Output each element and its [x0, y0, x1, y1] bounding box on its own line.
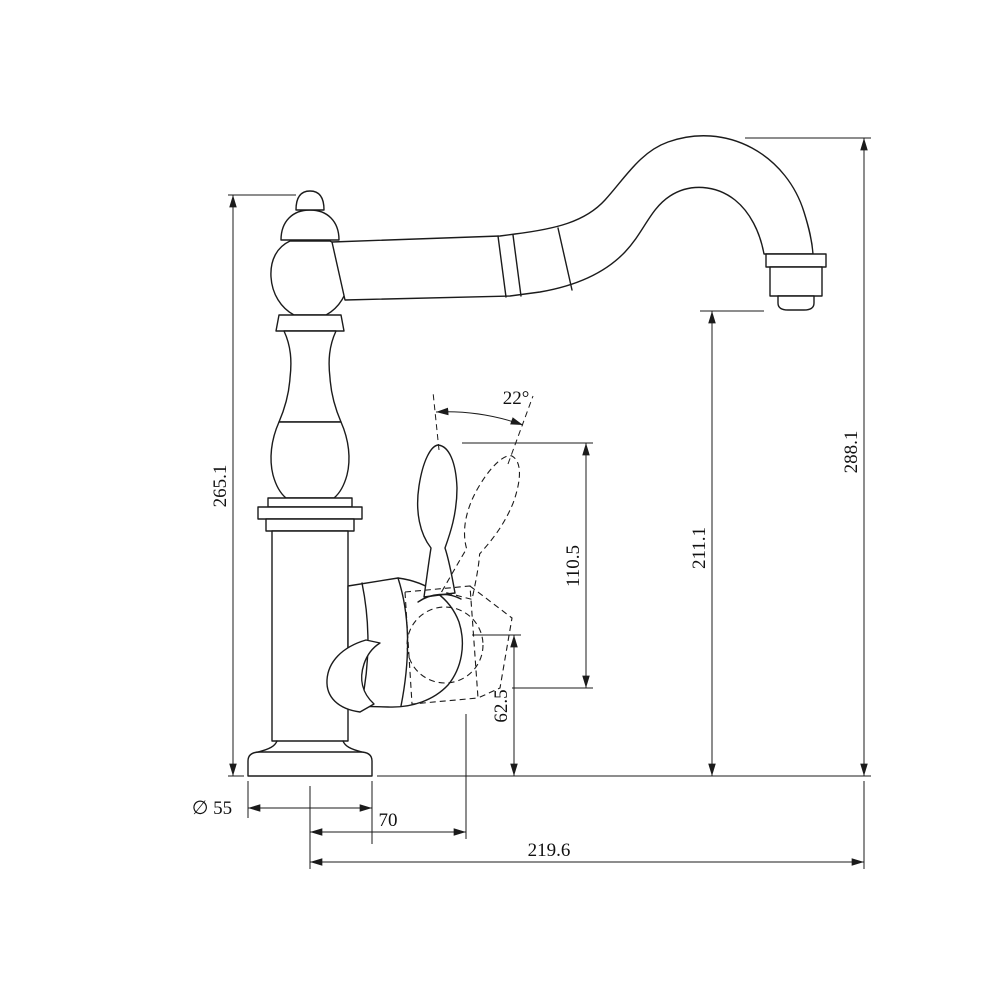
dim-overall-height: 288.1 — [377, 137, 871, 777]
dim-handle-offset: 70 — [309, 714, 467, 869]
collar-step-bottom — [265, 518, 355, 532]
cartridge-box-dashed — [404, 585, 479, 705]
dim-label-outlet-height: 211.1 — [689, 527, 710, 569]
neck-waist — [278, 330, 342, 423]
cartridge-side-dashed — [469, 585, 513, 699]
lever-handle-rotated-dashed — [440, 455, 520, 601]
dim-outlet-height: 211.1 — [689, 310, 764, 776]
dim-label-spout-reach: 219.6 — [528, 840, 571, 861]
dim-label-valve-center-height: 62.5 — [491, 689, 512, 722]
dimensions: 265.1 288.1 211.1 110.5 62.5 — [192, 137, 871, 869]
lever-handle — [416, 444, 458, 598]
base-plate — [247, 751, 373, 777]
dim-handle-angle: 22° — [432, 388, 534, 465]
cap-knob — [295, 190, 325, 211]
faucet-outline — [247, 135, 827, 777]
base-cove-right — [342, 740, 363, 753]
cap-dome — [280, 209, 340, 241]
body-cylinder — [271, 530, 349, 742]
spout-arm — [331, 135, 814, 301]
lever-handle-base — [417, 593, 462, 603]
dim-label-body-height: 265.1 — [210, 465, 231, 508]
outlet-tip — [777, 295, 815, 311]
valve-lower-wedge — [326, 639, 381, 713]
handle-alt-position — [404, 455, 520, 705]
cartridge-circle-dashed — [406, 606, 484, 684]
dim-handle-top-height: 110.5 — [462, 442, 593, 689]
spout-joint-line — [512, 234, 522, 297]
spout-joint-line — [557, 227, 573, 291]
dim-label-overall-height: 288.1 — [841, 431, 862, 474]
outlet-body — [769, 266, 823, 297]
dim-spout-reach: 219.6 — [310, 781, 865, 869]
dim-body-height: 265.1 — [210, 194, 296, 777]
collar-step-mid — [257, 506, 363, 520]
neck-vase — [270, 421, 350, 499]
dim-base-diameter: ∅ 55 — [192, 781, 373, 844]
outlet-collar — [765, 253, 827, 268]
dim-valve-center-height: 62.5 — [472, 634, 521, 776]
dim-label-handle-top-height: 110.5 — [563, 545, 584, 587]
neck-ring — [275, 314, 345, 332]
base-cove-left — [257, 740, 278, 753]
collar-step-top — [267, 497, 353, 508]
dim-label-handle-angle: 22° — [503, 388, 530, 409]
dim-label-base-diameter: ∅ 55 — [192, 798, 232, 819]
spout-joint-line — [497, 235, 507, 298]
dim-label-handle-offset: 70 — [379, 810, 398, 831]
